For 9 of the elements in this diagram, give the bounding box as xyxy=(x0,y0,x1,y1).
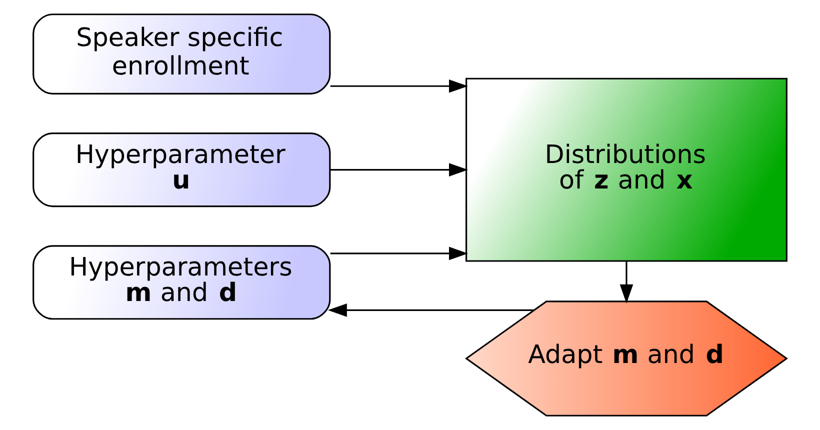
node-box: Distributions of z and x xyxy=(466,78,788,262)
node-box: Hyperparameter u xyxy=(32,132,331,208)
arrow xyxy=(330,246,468,260)
arrow xyxy=(330,79,468,93)
node-box: Hyperparameters m and d xyxy=(32,245,331,320)
arrow xyxy=(330,163,468,176)
node-box: Speaker specific enrollment xyxy=(32,14,331,94)
arrow xyxy=(328,303,534,317)
arrow xyxy=(620,261,634,304)
